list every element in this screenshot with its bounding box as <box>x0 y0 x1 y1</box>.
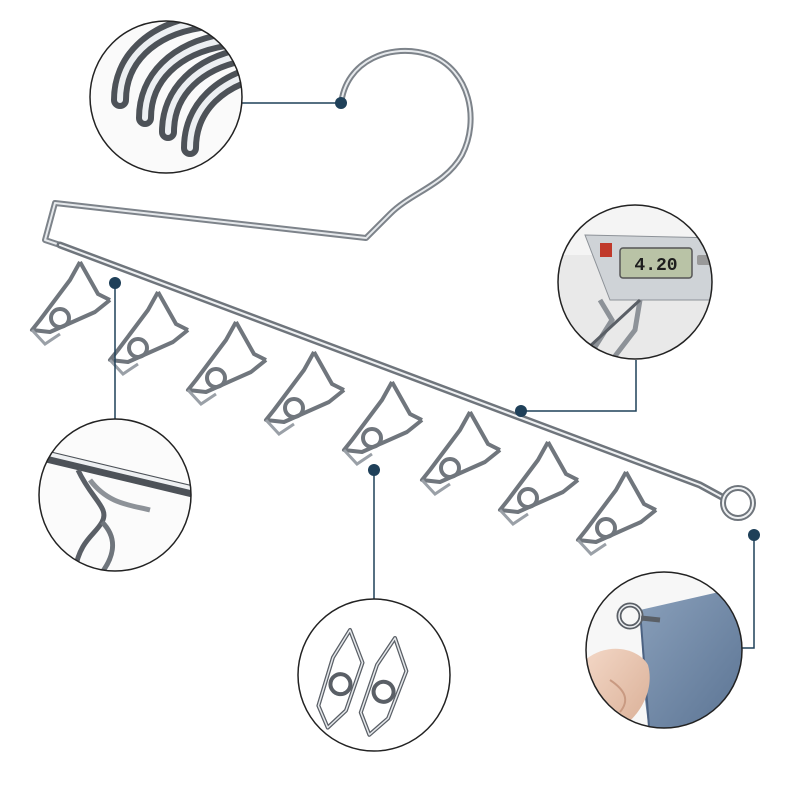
connector-caliper <box>521 360 637 412</box>
callout-connectors <box>114 102 755 649</box>
detail-caliper: 4.20 <box>557 204 713 360</box>
clip <box>108 291 190 376</box>
clip <box>420 411 502 496</box>
clip <box>576 471 658 556</box>
hanger-hook <box>338 48 474 241</box>
dot-hook <box>335 97 347 109</box>
clip <box>264 351 346 436</box>
clip <box>30 261 112 346</box>
clips <box>30 261 658 556</box>
clip <box>498 441 580 526</box>
connector-ring <box>742 535 755 649</box>
detail-hook-tips <box>89 20 243 174</box>
fabric-swatch <box>640 585 742 728</box>
clip <box>342 381 424 466</box>
dot-ring <box>748 529 760 541</box>
dot-joint <box>109 277 121 289</box>
detail-ring-fabric <box>585 571 743 729</box>
dot-caliper <box>515 405 527 417</box>
caliper-display <box>619 247 693 279</box>
dot-clips <box>368 464 380 476</box>
hanger <box>42 48 756 521</box>
caliper-reading: 4.20 <box>634 256 677 276</box>
clip <box>186 321 268 406</box>
detail-clips <box>297 598 451 752</box>
detail-bar-joint <box>38 418 192 572</box>
hanger-top-bar <box>42 200 367 248</box>
callout-dots <box>109 97 760 541</box>
